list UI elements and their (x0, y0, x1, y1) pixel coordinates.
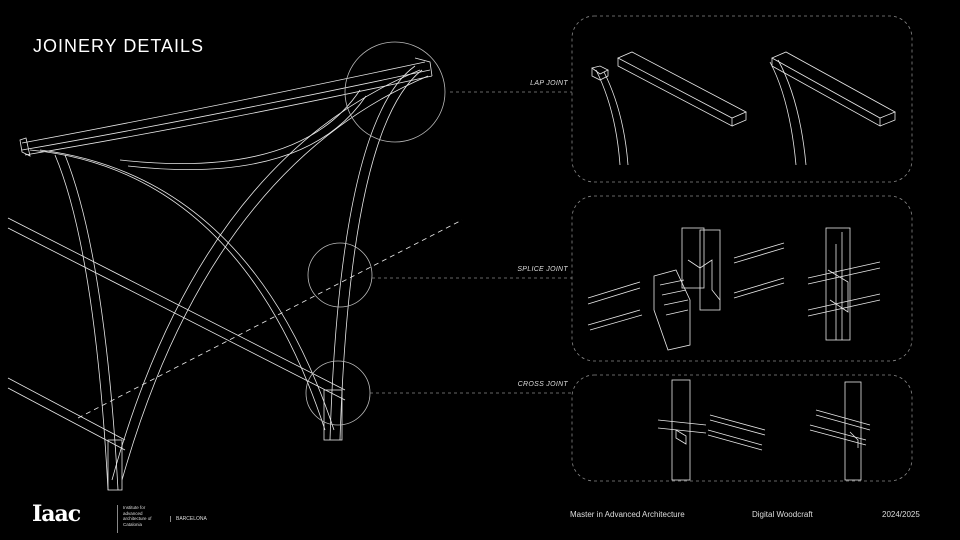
slide-title: JOINERY DETAILS (33, 36, 205, 56)
institute-name: Institute for advanced architecture of C… (117, 505, 165, 533)
iaac-logo: Iaac (32, 501, 81, 527)
course-name: Digital Woodcraft (752, 510, 813, 519)
lap-joint-label: LAP JOINT (530, 80, 568, 87)
cross-joint-label: CROSS JOINT (517, 381, 568, 388)
city-name: BARCELONA (170, 516, 207, 522)
splice-joint-detail (587, 227, 881, 351)
program-name: Master in Advanced Architecture (570, 510, 685, 519)
main-isometric-structure (7, 57, 433, 491)
academic-year: 2024/2025 (882, 510, 920, 519)
splice-joint-label: SPLICE JOINT (517, 266, 568, 273)
lap-joint-detail (591, 51, 896, 166)
cross-joint-detail (657, 379, 871, 481)
